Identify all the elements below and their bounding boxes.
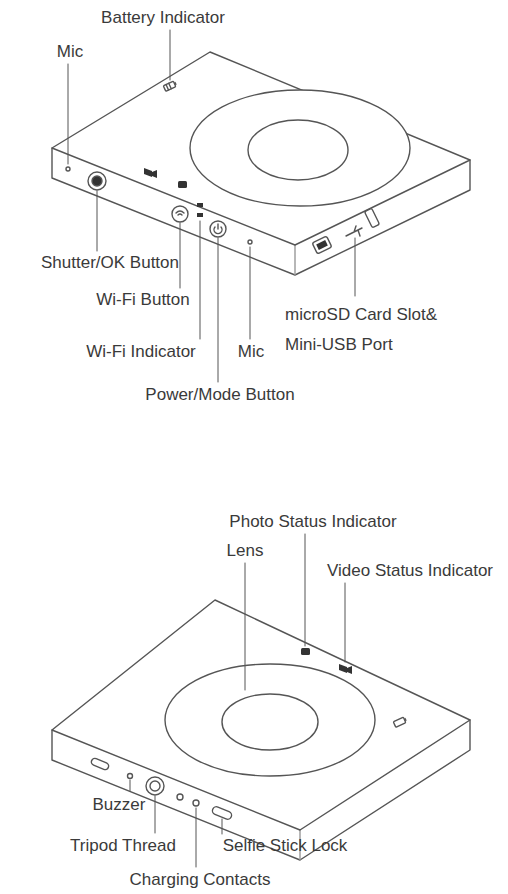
part-label: Charging Contacts — [130, 869, 271, 891]
part-label: Mic — [238, 341, 264, 363]
part-label: Buzzer — [93, 794, 146, 816]
part-label: Lens — [227, 540, 264, 562]
part-label: Photo Status Indicator — [229, 511, 396, 533]
part-label: Selfie Stick Lock — [223, 835, 348, 857]
leader-lines — [130, 534, 345, 867]
part-label: Power/Mode Button — [145, 384, 294, 406]
part-label: Wi-Fi Button — [96, 289, 190, 311]
part-label: Tripod Thread — [70, 835, 176, 857]
part-label: microSD Card Slot& Mini-USB Port — [285, 300, 463, 360]
camera-top-view — [52, 52, 470, 275]
camera-bottom-view — [52, 600, 470, 860]
part-label: Mic — [57, 41, 83, 63]
part-label: Video Status Indicator — [327, 560, 493, 582]
leader-lines — [68, 30, 355, 382]
part-label: Wi-Fi Indicator — [86, 341, 196, 363]
part-label: Shutter/OK Button — [41, 252, 179, 274]
part-label: Battery Indicator — [101, 7, 225, 29]
